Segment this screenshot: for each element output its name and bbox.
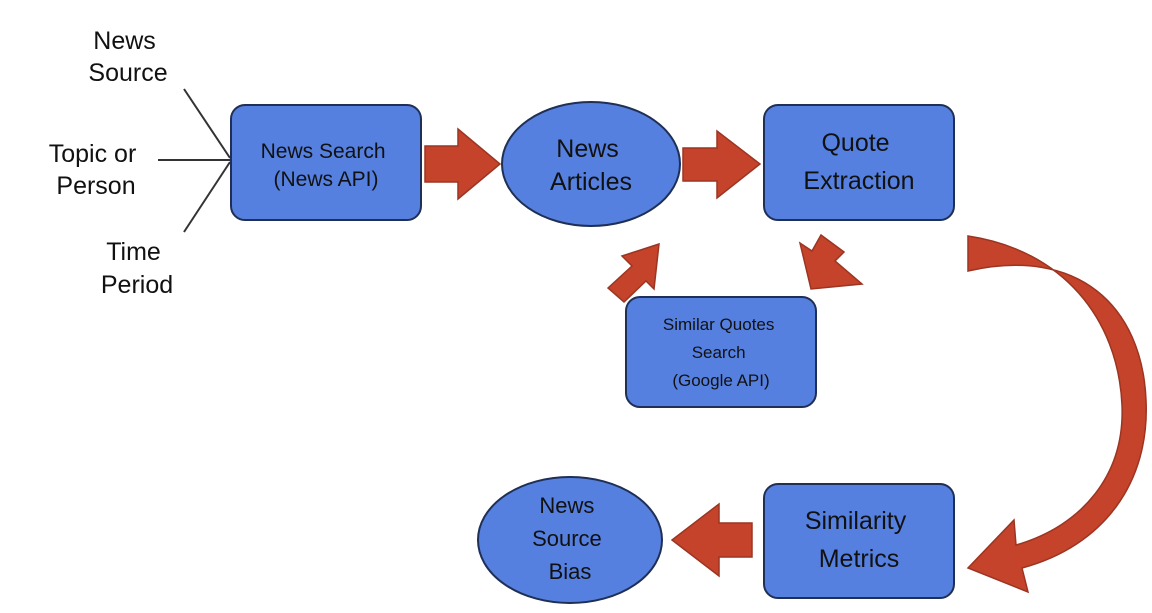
news-search-node: News Search (News API) — [230, 104, 422, 221]
node-line: (Google API) — [672, 371, 769, 390]
quote-extraction-label: Quote Extraction — [803, 129, 914, 195]
input-line: Source — [88, 59, 167, 87]
news-source-connector — [183, 88, 231, 159]
arrow-extraction-to-metrics — [966, 235, 1147, 594]
input-connector-lines — [158, 88, 231, 233]
news-articles-label: News Articles — [550, 135, 632, 196]
input-line: Person — [56, 172, 135, 200]
similar-quotes-search-box — [625, 296, 817, 408]
node-line: Similar Quotes — [663, 315, 774, 334]
node-line: Articles — [550, 168, 632, 196]
nodes: News Search (News API) News Articles Quo… — [230, 101, 955, 604]
arrow-search-to-articles — [424, 127, 502, 201]
node-line: (News API) — [273, 168, 378, 191]
input-line: Period — [101, 271, 173, 299]
similar-quotes-search-label: Similar Quotes Search (Google API) — [663, 315, 779, 390]
similarity-metrics-box — [763, 483, 955, 599]
news-source-bias-ellipse — [477, 476, 663, 604]
input-label-time-period: Time Period — [101, 238, 173, 299]
node-line: Metrics — [819, 545, 900, 573]
node-line: News — [539, 493, 594, 518]
node-line: News — [556, 135, 619, 163]
news-articles-node: News Articles — [501, 101, 681, 227]
node-line: Extraction — [803, 167, 914, 195]
quote-extraction-box — [763, 104, 955, 221]
arrow-articles-to-extraction — [682, 129, 762, 200]
time-period-connector — [183, 161, 231, 233]
similarity-metrics-node: Similarity Metrics — [763, 483, 955, 599]
input-label-news-source: News Source — [88, 27, 167, 87]
node-line: Quote — [821, 129, 889, 157]
news-source-bias-label: News Source Bias — [532, 493, 608, 584]
similarity-metrics-label: Similarity Metrics — [805, 507, 913, 573]
node-line: News Search — [261, 140, 386, 163]
flow-arrows — [424, 127, 1147, 594]
arrow-extraction-to-similar-search — [798, 233, 864, 290]
node-line: Similarity — [805, 507, 907, 535]
input-label-topic-or-person: Topic or Person — [49, 140, 144, 200]
node-line: Search — [692, 343, 746, 362]
news-articles-ellipse — [501, 101, 681, 227]
arrow-metrics-to-bias — [670, 502, 753, 578]
news-search-label: News Search (News API) — [261, 140, 392, 191]
input-line: Topic or — [49, 140, 137, 168]
similar-quotes-search-node: Similar Quotes Search (Google API) — [625, 296, 817, 408]
node-line: Bias — [549, 559, 592, 584]
input-line: Time — [106, 238, 161, 266]
node-line: Source — [532, 526, 602, 551]
arrow-similar-search-to-articles — [606, 242, 660, 304]
news-search-box — [230, 104, 422, 221]
input-line: News — [93, 27, 156, 55]
quote-extraction-node: Quote Extraction — [763, 104, 955, 221]
news-source-bias-node: News Source Bias — [477, 476, 663, 604]
